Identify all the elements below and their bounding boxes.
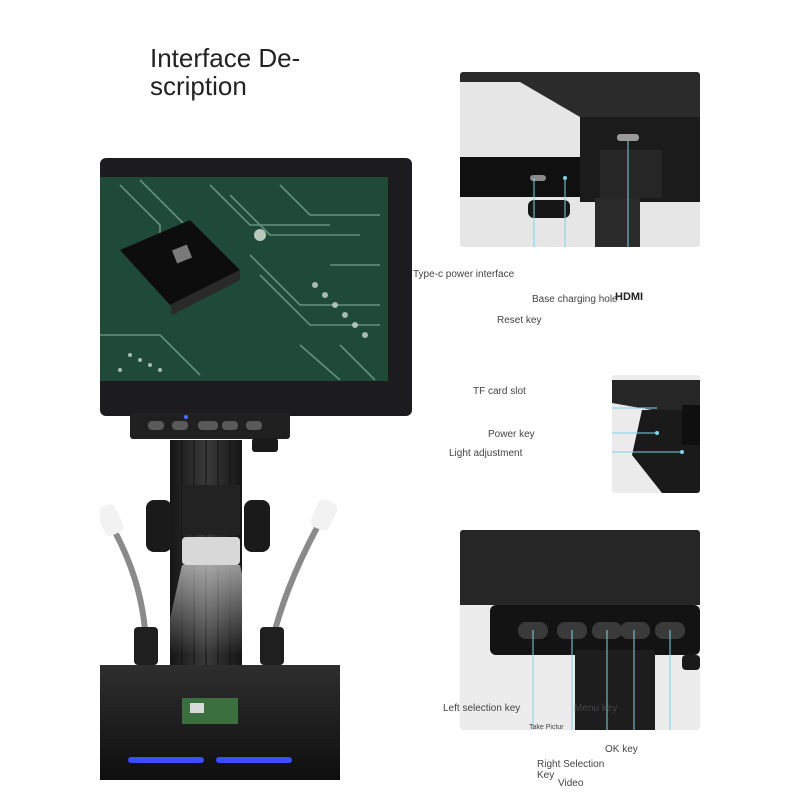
lens-barrel — [182, 485, 240, 535]
lamp-arm-left — [107, 521, 148, 631]
label-left-selection: Left selection key — [443, 703, 521, 714]
hdmi-port-shape — [617, 134, 639, 141]
light-beam — [162, 565, 260, 655]
front-keys-panel — [460, 530, 700, 730]
title-line-1: Interface De- — [150, 43, 301, 73]
led-strip-right — [216, 757, 292, 763]
lamp-arm-right — [272, 511, 328, 631]
lens-ring — [182, 537, 240, 565]
label-power-key: Power key — [488, 429, 535, 440]
label-tf-card: TF card slot — [473, 386, 526, 397]
front-callout-lines — [532, 630, 671, 730]
control-buttons — [148, 421, 262, 430]
side-keys-panel — [612, 375, 700, 493]
label-hdmi: HDMI — [615, 291, 644, 303]
microscope-svg — [100, 158, 412, 780]
front-key-shapes — [518, 622, 685, 639]
label-type-c-power: Type-c power interface — [413, 269, 515, 280]
label-take-picture: Take Pictur — [529, 724, 564, 731]
pcb-chip — [120, 220, 240, 315]
pcb-pads — [118, 229, 368, 372]
label-base-charging: Base charging hole — [532, 294, 618, 305]
type-c-port-shape — [530, 175, 546, 181]
led-strip-left — [128, 757, 204, 763]
microscope-illustration — [100, 155, 420, 795]
focus-knob-left — [146, 500, 172, 552]
label-reset-key: Reset key — [497, 315, 542, 326]
lamp-head-left — [100, 504, 124, 536]
label-right-selection-1: Right Selection — [537, 759, 605, 770]
label-ok-key: OK key — [605, 744, 638, 755]
lamp-head-right — [310, 499, 338, 531]
focus-knob-right — [244, 500, 270, 552]
label-video: Video — [558, 778, 584, 789]
label-menu-key: Menu key — [574, 703, 618, 714]
label-light-adjustment: Light adjustment — [449, 448, 523, 459]
label-right-selection-2: Key — [537, 770, 555, 781]
rear-ports-panel — [460, 72, 700, 247]
title-line-2: scription — [150, 71, 247, 101]
page-title: Interface De- scription — [150, 44, 370, 100]
